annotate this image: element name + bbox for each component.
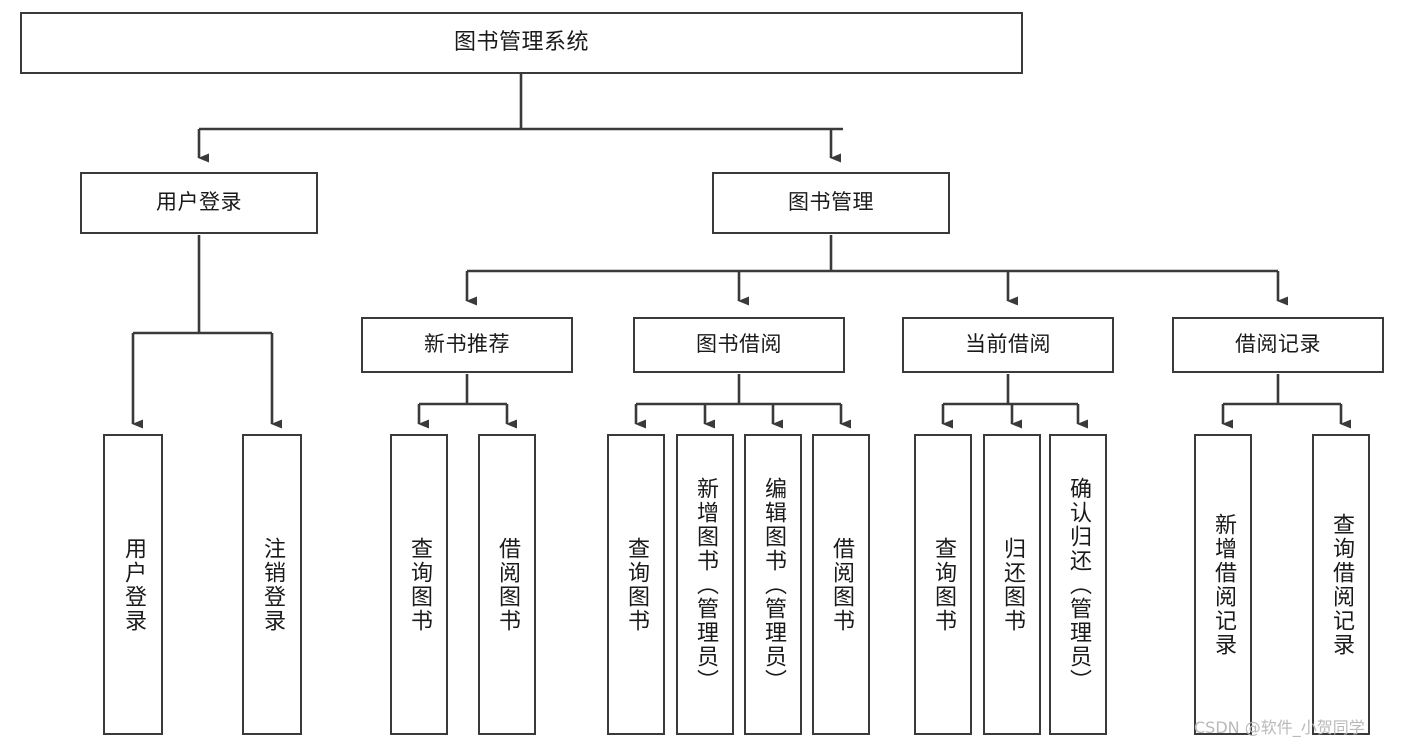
node-label: 图书管理系统: [453, 29, 589, 55]
csdn-watermark: CSDN @软件_小贺同学: [1194, 718, 1365, 737]
node-leaf-user-login[interactable]: 用户登录: [103, 434, 163, 735]
node-borrow-record[interactable]: 借阅记录: [1172, 317, 1384, 373]
node-label: 借阅图书: [829, 536, 854, 633]
node-label: 归还图书: [1000, 536, 1025, 633]
node-label: 借阅图书: [495, 536, 520, 633]
node-label: 图书管理: [788, 190, 874, 215]
node-leaf-logout[interactable]: 注销登录: [242, 434, 302, 735]
node-label: 注销登录: [260, 536, 285, 633]
node-book-borrow[interactable]: 图书借阅: [633, 317, 845, 373]
node-leaf-borrow-book-recommend[interactable]: 借阅图书: [478, 434, 536, 735]
node-leaf-query-book-current[interactable]: 查询图书: [914, 434, 972, 735]
node-label: 查询图书: [931, 536, 956, 633]
node-label: 新增借阅记录: [1211, 512, 1236, 657]
node-current-borrow[interactable]: 当前借阅: [902, 317, 1114, 373]
node-new-book-recommend[interactable]: 新书推荐: [361, 317, 573, 373]
node-label: 编辑图书（管理员）: [761, 476, 786, 693]
node-label: 借阅记录: [1235, 332, 1321, 357]
node-leaf-add-book-admin[interactable]: 新增图书（管理员）: [676, 434, 734, 735]
node-label: 图书借阅: [696, 332, 782, 357]
node-label: 当前借阅: [965, 332, 1051, 357]
node-root-book-management-system[interactable]: 图书管理系统: [20, 12, 1023, 74]
node-user-login[interactable]: 用户登录: [80, 172, 318, 234]
node-label: 确认归还（管理员）: [1066, 476, 1091, 693]
node-leaf-edit-book-admin[interactable]: 编辑图书（管理员）: [744, 434, 802, 735]
node-leaf-query-book-recommend[interactable]: 查询图书: [390, 434, 448, 735]
node-leaf-query-book-borrow[interactable]: 查询图书: [607, 434, 665, 735]
node-leaf-borrow-book[interactable]: 借阅图书: [812, 434, 870, 735]
node-leaf-return-book[interactable]: 归还图书: [983, 434, 1041, 735]
node-label: 用户登录: [156, 190, 242, 215]
node-leaf-confirm-return-admin[interactable]: 确认归还（管理员）: [1049, 434, 1107, 735]
node-label: 新增图书（管理员）: [693, 476, 718, 693]
node-label: 用户登录: [121, 536, 146, 633]
node-label: 新书推荐: [424, 332, 510, 357]
node-leaf-add-borrow-record[interactable]: 新增借阅记录: [1194, 434, 1252, 735]
node-leaf-query-borrow-record[interactable]: 查询借阅记录: [1312, 434, 1370, 735]
node-label: 查询图书: [407, 536, 432, 633]
node-book-management[interactable]: 图书管理: [712, 172, 950, 234]
node-label: 查询图书: [624, 536, 649, 633]
node-label: 查询借阅记录: [1329, 512, 1354, 657]
